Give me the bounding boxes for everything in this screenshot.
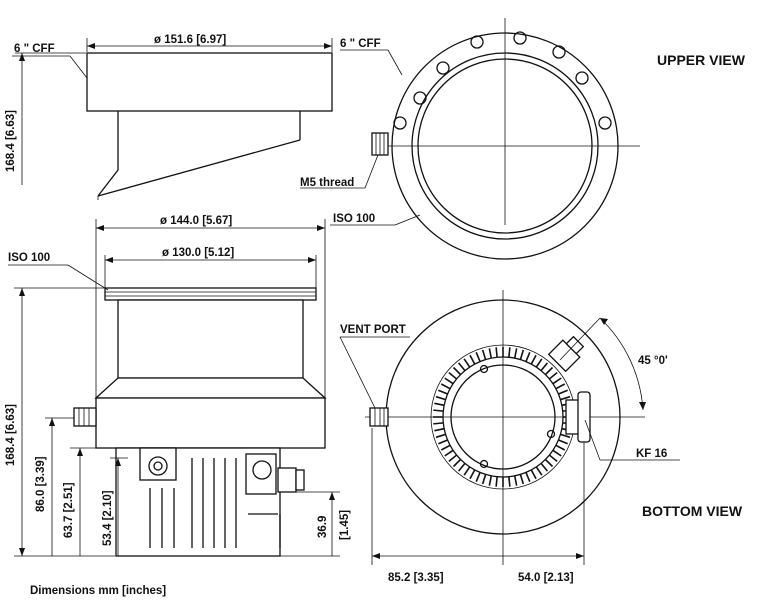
ring-tooth: [560, 433, 571, 439]
ring-tooth: [544, 366, 554, 376]
pump-side-view: [8, 219, 340, 557]
upper-view-drawing: [300, 18, 640, 260]
ring-tooth: [555, 383, 566, 390]
dim-63-7: 63.7 [2.51]: [63, 482, 75, 538]
angle-label: 45 °0': [638, 355, 668, 367]
cff-label-left: 6 " CFF: [14, 43, 55, 55]
iso-label-left: ISO 100: [8, 252, 50, 264]
cooling-fins: [149, 458, 237, 548]
ring-tooth: [552, 449, 562, 457]
ring-tooth: [452, 458, 462, 468]
dim-168-4-top: 168.4 [6.63]: [5, 110, 17, 172]
ring-tooth: [435, 433, 446, 439]
ring-tooth: [508, 347, 511, 358]
ring-tooth: [444, 377, 454, 385]
ring-tooth: [535, 466, 543, 476]
kf16-label: KF 16: [636, 448, 667, 460]
ring-tooth: [434, 427, 445, 432]
ring-tooth: [530, 354, 537, 365]
dim-85-2: 85.2 [3.35]: [388, 572, 444, 584]
ring-tooth: [481, 349, 487, 360]
ring-tooth: [530, 469, 537, 480]
ring-tooth: [488, 475, 493, 486]
dim-86-0: 86.0 [3.39]: [35, 456, 47, 512]
ring-tooth: [560, 395, 571, 401]
dim-53-4: 53.4 [2.10]: [102, 490, 114, 546]
ring-tooth: [540, 462, 549, 472]
ring-tooth: [525, 352, 531, 362]
ring-tooth: [552, 377, 562, 385]
ring-tooth: [548, 371, 558, 380]
ring-tooth: [448, 371, 458, 380]
dim-36-9-inch: [1.45]: [339, 510, 351, 540]
ring-tooth: [469, 354, 476, 365]
ring-tooth: [438, 389, 448, 395]
ring-tooth: [448, 454, 458, 463]
dim-151-6: ø 151.6 [6.97]: [154, 34, 226, 46]
ring-tooth: [555, 444, 566, 451]
ring-tooth: [475, 472, 481, 482]
ring-tooth: [433, 409, 444, 412]
footer-note: Dimensions mm [inches]: [30, 585, 166, 597]
iso-label-right: ISO 100: [333, 213, 375, 225]
bottom-view-drawing: [339, 290, 680, 565]
dim-130-0: ø 130.0 [5.12]: [162, 247, 234, 259]
ring-tooth: [481, 474, 487, 485]
ring-tooth: [519, 349, 525, 360]
ring-tooth: [475, 352, 481, 362]
cff-label-right: 6 " CFF: [340, 38, 381, 50]
ring-tooth: [548, 454, 558, 463]
ring-tooth: [508, 476, 511, 487]
ring-tooth: [558, 389, 568, 395]
ring-tooth: [525, 472, 531, 482]
ring-tooth: [444, 449, 454, 457]
ring-tooth: [535, 358, 543, 368]
ring-tooth: [463, 466, 471, 476]
ring-tooth: [433, 422, 444, 425]
dim-36-9: 36.9: [317, 516, 329, 538]
ring-tooth: [457, 462, 466, 472]
upper-view-title: UPPER VIEW: [657, 52, 746, 68]
ring-tooth: [440, 383, 451, 390]
ring-tooth: [519, 474, 525, 485]
ring-tooth: [544, 458, 554, 468]
ring-tooth: [488, 348, 493, 359]
ring-tooth: [540, 362, 549, 372]
dim-54-0: 54.0 [2.13]: [518, 572, 574, 584]
ring-tooth: [495, 476, 498, 487]
ring-tooth: [513, 348, 518, 359]
ring-tooth: [558, 439, 568, 445]
ring-tooth: [457, 362, 466, 372]
cff-side-view: [12, 38, 333, 200]
m5-thread-label: M5 thread: [300, 177, 354, 189]
ring-tooth: [435, 395, 446, 401]
vent-port-label: VENT PORT: [340, 324, 406, 336]
ring-tooth: [434, 402, 445, 407]
ring-tooth: [513, 475, 518, 486]
dim-168-4: 168.4 [6.63]: [5, 404, 17, 466]
ring-tooth: [438, 439, 448, 445]
bottom-view-title: BOTTOM VIEW: [642, 503, 743, 519]
ring-tooth: [463, 358, 471, 368]
dim-144-0: ø 144.0 [5.67]: [160, 215, 232, 227]
ring-tooth: [495, 347, 498, 358]
ring-tooth: [440, 444, 451, 451]
ring-teeth: [433, 347, 573, 487]
bolt-holes: [393, 31, 612, 130]
ring-tooth: [469, 469, 476, 480]
ring-tooth: [452, 366, 462, 376]
